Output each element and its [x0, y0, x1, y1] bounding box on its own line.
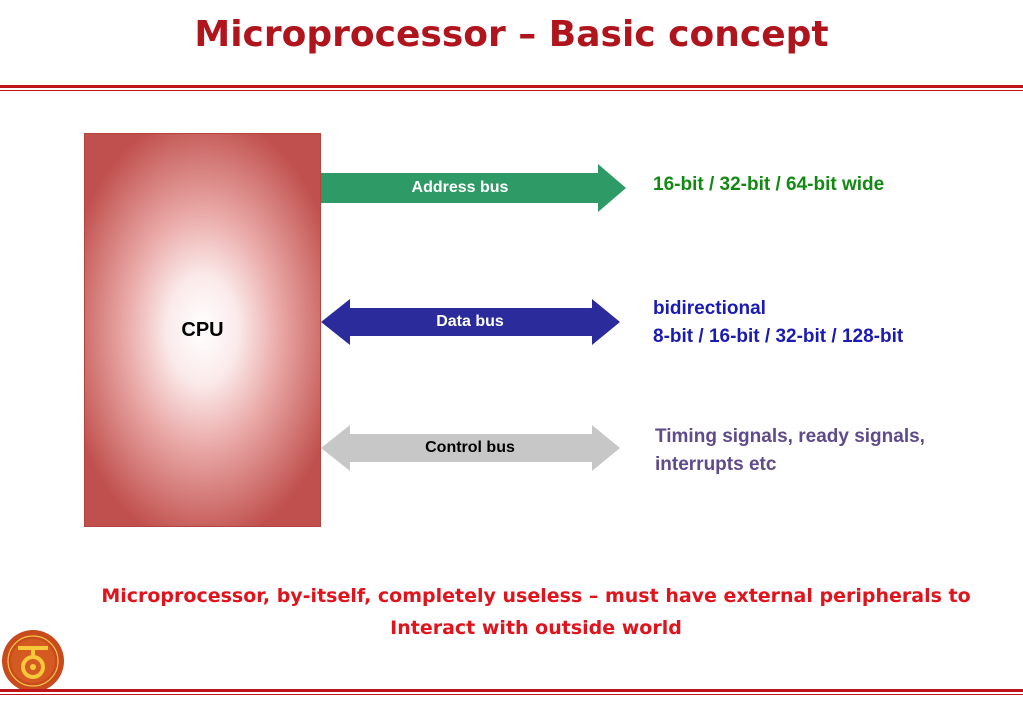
data-bus-description-line: 8-bit / 16-bit / 32-bit / 128-bit [653, 326, 904, 347]
data-bus-description: bidirectional 8-bit / 16-bit / 32-bit / … [653, 295, 903, 351]
footer-note-line: Microprocessor, by-itself, completely us… [101, 585, 971, 607]
control-bus-arrow [321, 425, 620, 471]
address-bus-description-line: 16-bit / 32-bit / 64-bit wide [653, 174, 885, 195]
cpu-label: CPU [181, 319, 224, 341]
control-bus-description-line: Timing signals, ready signals, [655, 426, 925, 447]
bottom-divider [0, 689, 1023, 695]
data-bus-arrow [321, 299, 620, 345]
data-bus-description-line: bidirectional [653, 298, 766, 319]
institute-seal-icon [2, 630, 64, 692]
footer-note-line: Interact with outside world [390, 617, 682, 639]
address-bus-label: Address bus [411, 179, 509, 196]
footer-note: Microprocessor, by-itself, completely us… [60, 580, 1012, 644]
control-bus-label: Control bus [425, 439, 515, 456]
address-bus-arrow [321, 164, 626, 212]
control-bus-description: Timing signals, ready signals, interrupt… [655, 423, 925, 479]
control-bus-description-line: interrupts etc [655, 454, 777, 475]
slide-title: Microprocessor – Basic concept [194, 14, 829, 55]
data-bus-label: Data bus [436, 313, 504, 330]
address-bus-description: 16-bit / 32-bit / 64-bit wide [653, 171, 884, 199]
top-divider [0, 85, 1023, 91]
cpu-block [84, 133, 321, 527]
